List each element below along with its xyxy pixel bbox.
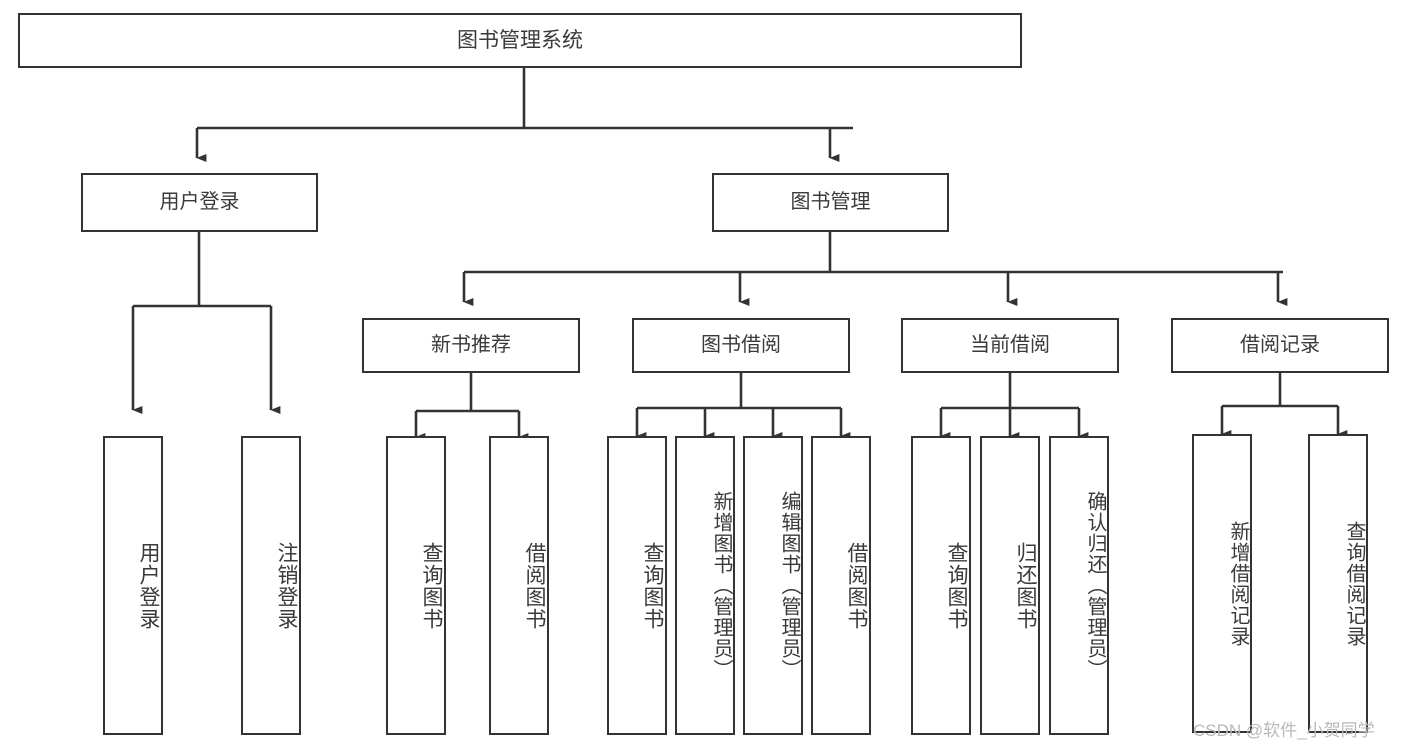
node-book-borrow[interactable]: 图书借阅: [632, 318, 850, 373]
node-borrow-record[interactable]: 借阅记录: [1171, 318, 1389, 373]
node-book-management[interactable]: 图书管理: [712, 173, 949, 232]
node-current-borrow[interactable]: 当前借阅: [901, 318, 1119, 373]
node-user-login[interactable]: 用户登录: [81, 173, 318, 232]
leaf-current-borrow-confirm-return-admin[interactable]: 确认归还（管理员）: [1049, 436, 1109, 735]
leaf-current-borrow-return-book[interactable]: 归还图书: [980, 436, 1040, 735]
node-root-book-management-system[interactable]: 图书管理系统: [18, 13, 1022, 68]
leaf-book-borrow-add-book-admin[interactable]: 新增图书（管理员）: [675, 436, 735, 735]
leaf-book-borrow-borrow-book[interactable]: 借阅图书: [811, 436, 871, 735]
leaf-new-book-query-book[interactable]: 查询图书: [386, 436, 446, 735]
leaf-user-login-logout[interactable]: 注销登录: [241, 436, 301, 735]
csdn-watermark: CSDN @软件_小贺同学: [1193, 721, 1375, 740]
node-new-book-recommend[interactable]: 新书推荐: [362, 318, 580, 373]
leaf-book-borrow-query-book[interactable]: 查询图书: [607, 436, 667, 735]
leaf-user-login-login[interactable]: 用户登录: [103, 436, 163, 735]
leaf-borrow-record-add-record[interactable]: 新增借阅记录: [1192, 434, 1252, 733]
leaf-borrow-record-query-record[interactable]: 查询借阅记录: [1308, 434, 1368, 733]
leaf-current-borrow-query-book[interactable]: 查询图书: [911, 436, 971, 735]
leaf-new-book-borrow-book[interactable]: 借阅图书: [489, 436, 549, 735]
leaf-book-borrow-edit-book-admin[interactable]: 编辑图书（管理员）: [743, 436, 803, 735]
